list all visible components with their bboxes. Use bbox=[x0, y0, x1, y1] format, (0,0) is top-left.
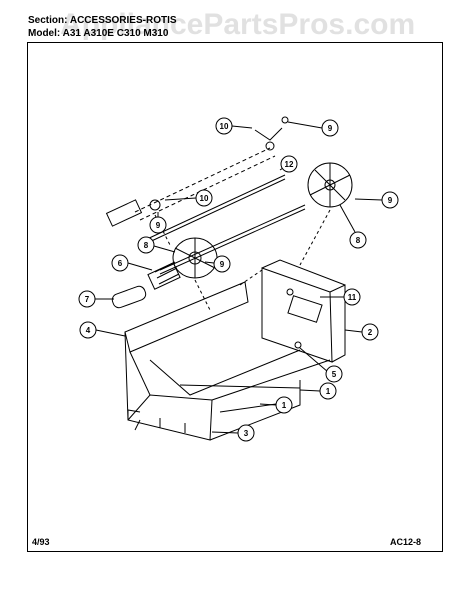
svg-text:12: 12 bbox=[285, 160, 294, 169]
diagram-frame bbox=[27, 42, 443, 552]
footer-page-code: AC12-8 bbox=[390, 537, 422, 547]
callout-1-upper: 1 bbox=[299, 382, 337, 400]
footer-date: 4/93 bbox=[32, 537, 50, 547]
callout-8-left: 8 bbox=[137, 236, 176, 254]
svg-text:9: 9 bbox=[220, 260, 225, 269]
svg-text:8: 8 bbox=[356, 236, 361, 245]
callout-9-mid: 9 bbox=[149, 212, 167, 234]
spit-rod-upper bbox=[105, 116, 289, 227]
handle-7 bbox=[111, 285, 147, 309]
svg-text:8: 8 bbox=[144, 241, 149, 250]
callout-6: 6 bbox=[111, 254, 153, 272]
callout-2: 2 bbox=[344, 323, 379, 341]
callout-3: 3 bbox=[211, 424, 255, 442]
callout-9-lower: 9 bbox=[204, 255, 231, 273]
callout-1-lower: 1 bbox=[259, 396, 293, 414]
callout-9-right: 9 bbox=[354, 191, 399, 209]
bracket-2 bbox=[261, 259, 346, 363]
callout-11: 11 bbox=[320, 288, 361, 306]
svg-text:9: 9 bbox=[328, 124, 333, 133]
svg-text:9: 9 bbox=[156, 221, 161, 230]
section-title: Section: ACCESSORIES-ROTIS bbox=[28, 15, 177, 26]
callout-10-mid: 10 bbox=[164, 189, 213, 207]
watermark: AppliancePartsPros.com bbox=[60, 8, 416, 41]
svg-text:1: 1 bbox=[282, 401, 287, 410]
callout-7: 7 bbox=[78, 290, 114, 308]
svg-text:3: 3 bbox=[244, 429, 249, 438]
coupling-6 bbox=[147, 261, 181, 290]
callout-8-right: 8 bbox=[339, 204, 367, 249]
callout-5: 5 bbox=[299, 347, 343, 383]
svg-text:1: 1 bbox=[326, 387, 331, 396]
callouts: 10 9 12 10 9 bbox=[78, 117, 399, 442]
model-line: Model: A31 A310E C310 M310 bbox=[28, 28, 169, 39]
rod-1 bbox=[179, 384, 301, 389]
middle-shaft bbox=[159, 204, 306, 271]
svg-text:10: 10 bbox=[220, 122, 229, 131]
svg-text:2: 2 bbox=[368, 328, 373, 337]
svg-text:11: 11 bbox=[348, 293, 357, 302]
callout-10-top: 10 bbox=[215, 117, 253, 135]
wheel-right bbox=[307, 162, 353, 208]
callout-12: 12 bbox=[279, 155, 298, 173]
svg-text:9: 9 bbox=[388, 196, 393, 205]
callout-4: 4 bbox=[79, 321, 126, 339]
svg-text:10: 10 bbox=[200, 194, 209, 203]
svg-text:7: 7 bbox=[85, 295, 90, 304]
svg-text:4: 4 bbox=[86, 326, 91, 335]
wheel-left bbox=[172, 237, 218, 279]
svg-text:6: 6 bbox=[118, 259, 123, 268]
spit-rod-12 bbox=[144, 174, 286, 245]
tray-3 bbox=[124, 281, 331, 441]
callout-9-top: 9 bbox=[287, 119, 339, 137]
page-header: Section: ACCESSORIES-ROTIS Model: A31 A3… bbox=[28, 14, 177, 40]
svg-text:5: 5 bbox=[332, 370, 337, 379]
